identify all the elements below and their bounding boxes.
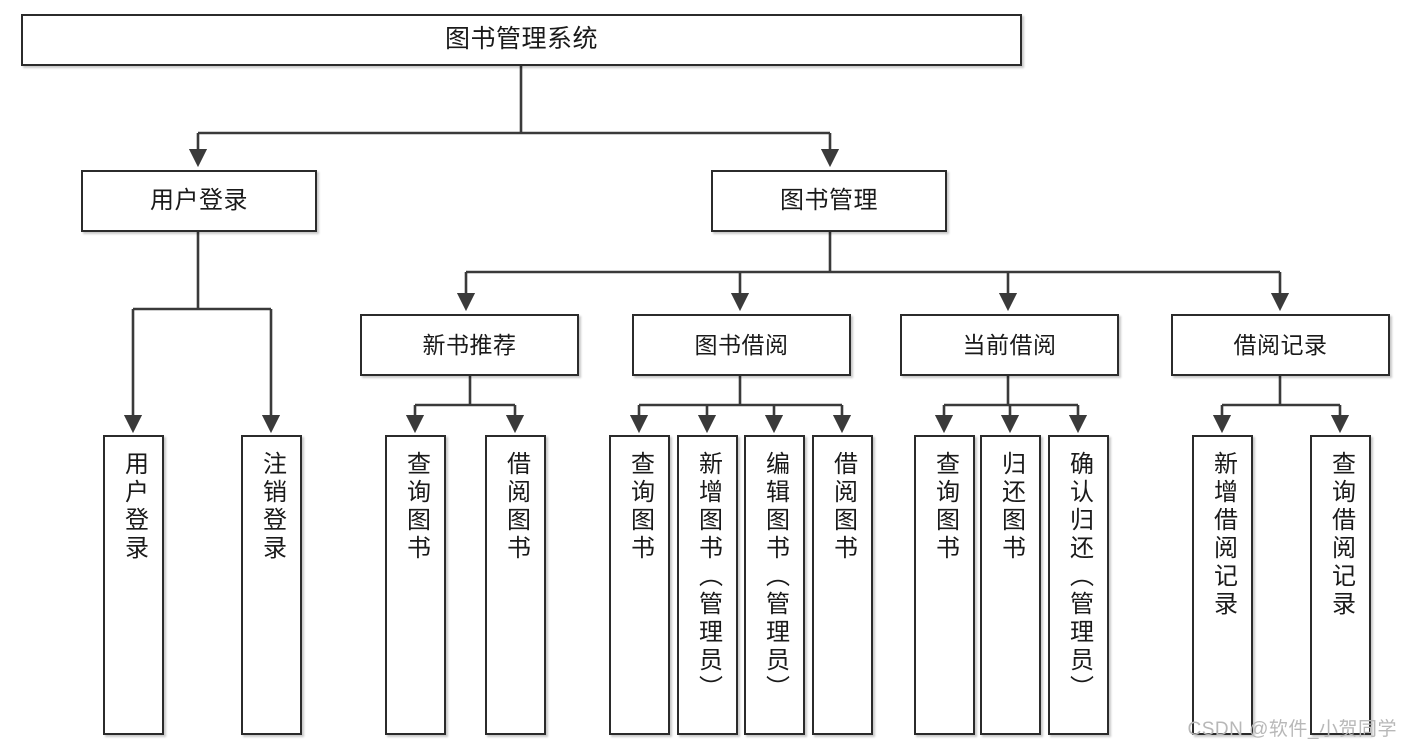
node-label: 借阅图书 — [502, 451, 530, 563]
node-label: 图书管理 — [780, 187, 878, 214]
leaf-logout-login[interactable]: 注销登录 — [241, 435, 302, 735]
leaf-query-borrow-record[interactable]: 查询借阅记录 — [1310, 435, 1371, 735]
leaf-query-book-borrow[interactable]: 查询图书 — [609, 435, 670, 735]
node-label: 查询图书 — [402, 451, 430, 563]
leaf-add-book-admin[interactable]: 新增图书（管理员） — [677, 435, 738, 735]
leaf-query-book-recommend[interactable]: 查询图书 — [385, 435, 446, 735]
node-label: 用户登录 — [150, 187, 248, 214]
node-book-management[interactable]: 图书管理 — [711, 170, 947, 232]
node-label: 新书推荐 — [422, 331, 517, 358]
node-label: 新增图书（管理员） — [694, 451, 722, 703]
node-label: 新增借阅记录 — [1209, 451, 1237, 619]
leaf-add-borrow-record[interactable]: 新增借阅记录 — [1192, 435, 1253, 735]
node-label: 归还图书 — [997, 451, 1025, 563]
node-label: 当前借阅 — [962, 331, 1057, 358]
node-user-login[interactable]: 用户登录 — [81, 170, 317, 232]
node-new-book-recommend[interactable]: 新书推荐 — [360, 314, 579, 376]
node-label: 查询图书 — [626, 451, 654, 563]
node-label: 用户登录 — [120, 451, 148, 563]
node-label: 图书管理系统 — [444, 25, 598, 54]
leaf-borrow-book-recommend[interactable]: 借阅图书 — [485, 435, 546, 735]
leaf-user-login[interactable]: 用户登录 — [103, 435, 164, 735]
leaf-confirm-return-admin[interactable]: 确认归还（管理员） — [1048, 435, 1109, 735]
node-label: 编辑图书（管理员） — [761, 451, 789, 703]
leaf-query-book-current[interactable]: 查询图书 — [914, 435, 975, 735]
node-borrow-record[interactable]: 借阅记录 — [1171, 314, 1390, 376]
node-label: 查询借阅记录 — [1327, 451, 1355, 619]
node-label: 借阅图书 — [829, 451, 857, 563]
leaf-return-book[interactable]: 归还图书 — [980, 435, 1041, 735]
node-label: 确认归还（管理员） — [1065, 451, 1093, 703]
node-label: 借阅记录 — [1233, 331, 1328, 358]
leaf-edit-book-admin[interactable]: 编辑图书（管理员） — [744, 435, 805, 735]
node-label: 查询图书 — [931, 451, 959, 563]
node-label: 图书借阅 — [694, 331, 789, 358]
node-current-borrow[interactable]: 当前借阅 — [900, 314, 1119, 376]
node-label: 注销登录 — [258, 451, 286, 563]
node-book-borrow[interactable]: 图书借阅 — [632, 314, 851, 376]
node-root-book-management-system[interactable]: 图书管理系统 — [21, 14, 1022, 66]
leaf-borrow-book-borrow[interactable]: 借阅图书 — [812, 435, 873, 735]
